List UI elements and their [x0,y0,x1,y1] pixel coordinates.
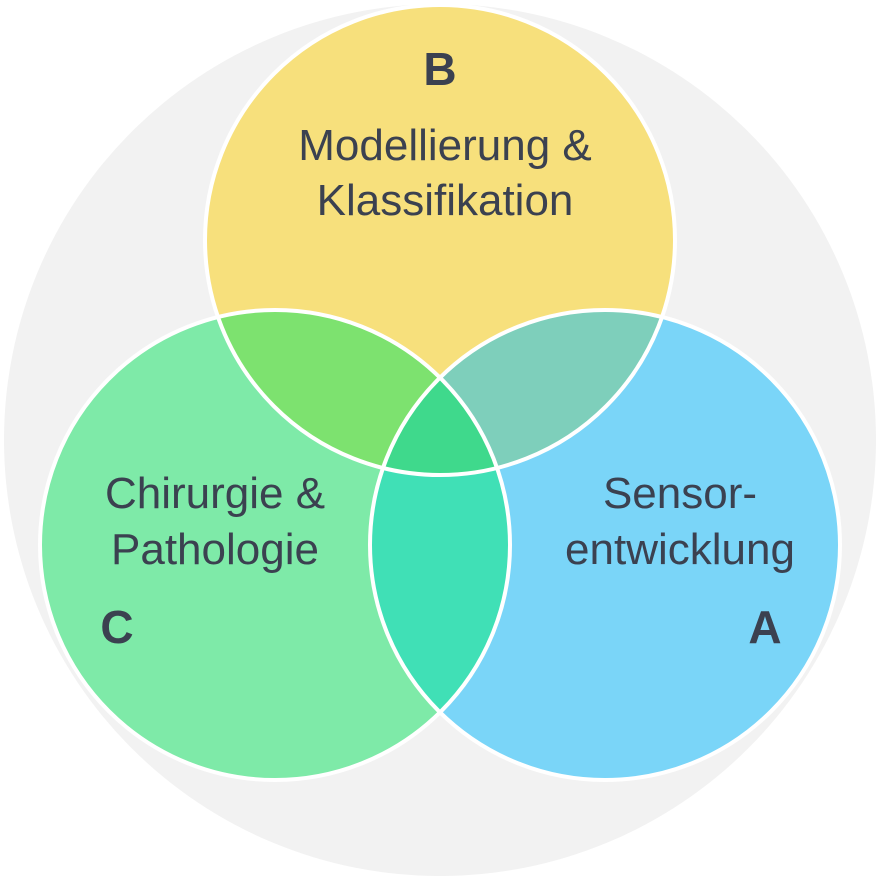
label-a-line-1: Sensor- [603,469,757,518]
label-c-line-1: Chirurgie & [105,469,325,518]
label-a-letter: A [748,601,781,653]
label-b-line-1: Modellierung & [298,121,592,170]
overlap-b-c [205,310,510,475]
label-c-line-2: Pathologie [111,525,319,574]
label-a-line-2: entwicklung [565,525,795,574]
overlap-a-b [370,310,675,475]
label-c-letter: C [100,601,133,653]
label-b-line-2: Klassifikation [317,176,574,225]
circle-outlines [38,3,842,782]
label-b-letter: B [423,43,456,95]
